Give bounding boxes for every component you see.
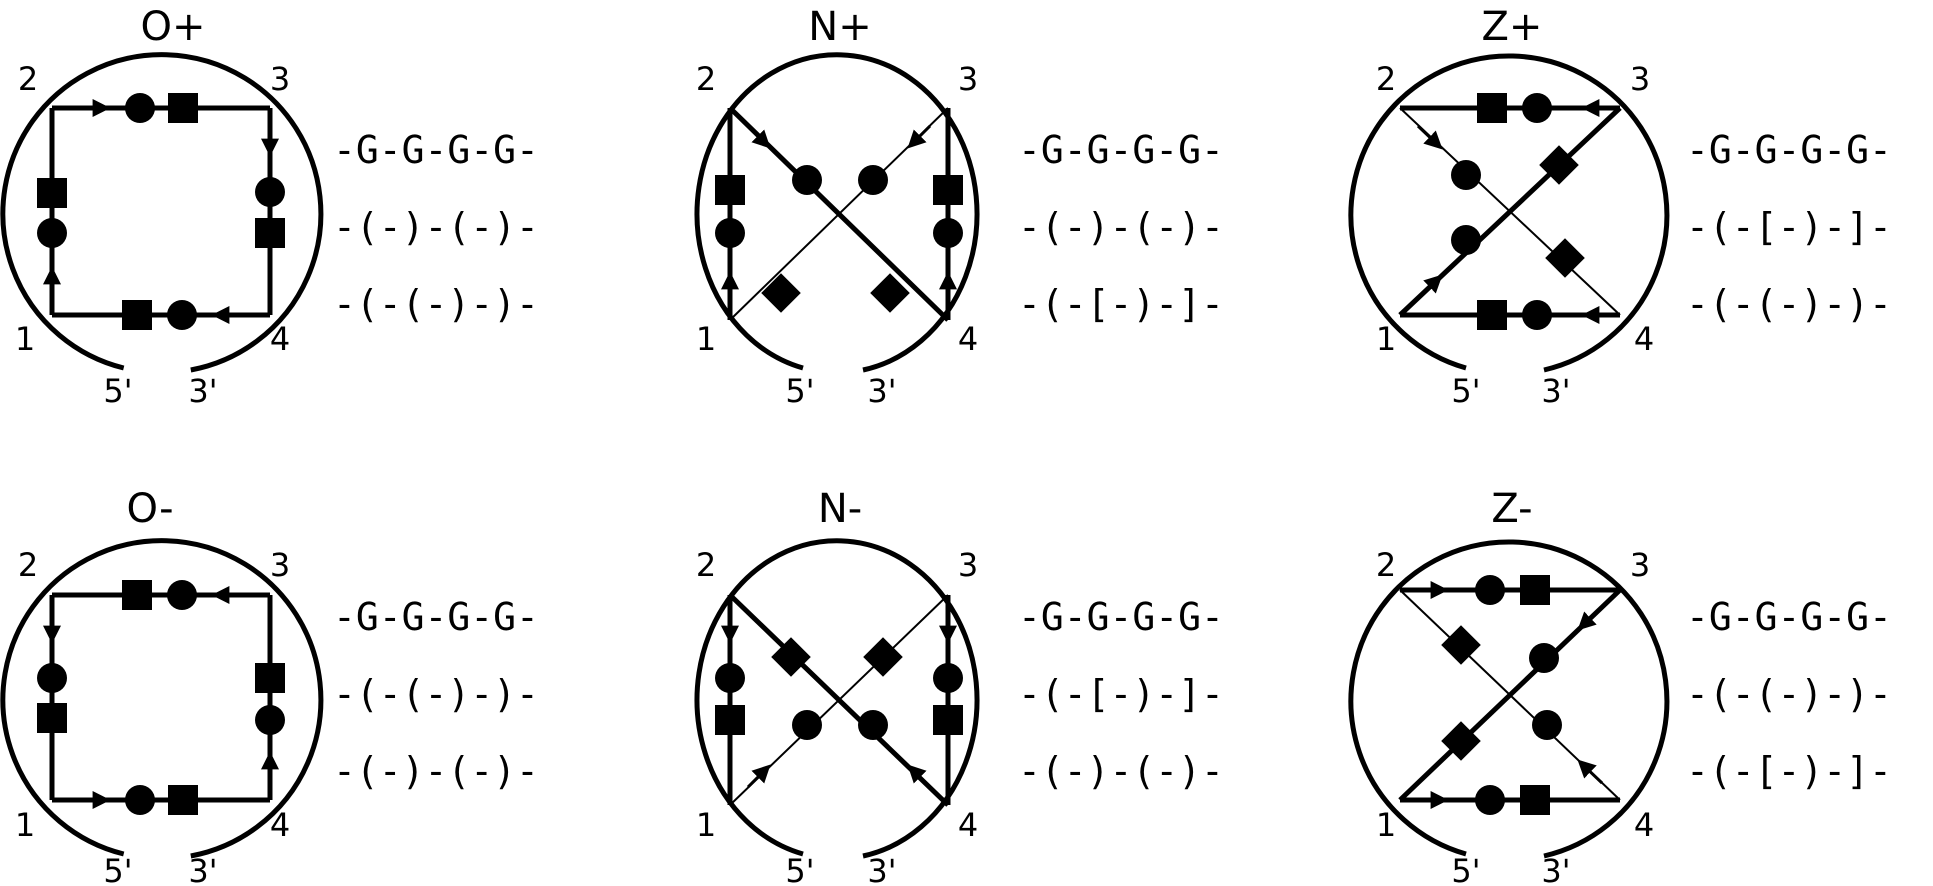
panel-circle xyxy=(0,538,324,859)
strand-connections xyxy=(49,105,273,318)
corner-label-4: 4 xyxy=(1634,320,1654,358)
sequence-line-3: -(-)-(-)- xyxy=(333,749,539,793)
sequence-line-1: -G-G-G-G- xyxy=(1686,128,1892,172)
corner-label-2: 2 xyxy=(696,60,716,98)
panel-circle xyxy=(694,52,980,373)
corner-label-2: 2 xyxy=(1376,60,1396,98)
five-prime-label: 5' xyxy=(103,852,132,886)
sequence-line-2: -(-)-(-)- xyxy=(1018,205,1224,249)
corner-label-1: 1 xyxy=(15,320,35,358)
five-prime-label: 5' xyxy=(785,852,814,886)
panel-z-minus: Z- 1 2 3 4 5' 3' -G-G-G-G xyxy=(1348,486,1892,886)
panel-title: Z- xyxy=(1491,486,1532,532)
corner-label-4: 4 xyxy=(270,320,290,358)
g-tetrad-markers xyxy=(37,93,285,330)
sequence-line-2: -(-(-)-)- xyxy=(1686,672,1892,716)
panel-o-minus: O- 1 2 3 4 5' 3' -G-G-G-G xyxy=(0,486,539,886)
sequence-line-2: -(-[-)-]- xyxy=(1686,205,1892,249)
three-prime-label: 3' xyxy=(1541,852,1570,886)
direction-arrows xyxy=(721,615,957,789)
g-tetrad-markers xyxy=(1451,93,1585,330)
g-tetrad-markers xyxy=(715,165,963,313)
panel-n-minus: N- 1 2 3 4 5' 3' -G-G-G-G xyxy=(694,486,1224,886)
panel-title: N+ xyxy=(808,4,871,50)
corner-label-3: 3 xyxy=(958,60,978,98)
sequence-line-3: -(-(-)-)- xyxy=(1686,282,1892,326)
g-tetrad-markers xyxy=(1441,575,1562,815)
three-prime-label: 3' xyxy=(188,852,217,886)
panel-circle xyxy=(0,52,324,373)
three-prime-label: 3' xyxy=(867,852,896,886)
three-prime-label: 3' xyxy=(188,372,217,410)
g-tetrad-markers xyxy=(37,580,285,815)
sequence-line-2: -(-)-(-)- xyxy=(333,205,539,249)
sequence-line-1: -G-G-G-G- xyxy=(1018,595,1224,639)
corner-label-3: 3 xyxy=(1630,546,1650,584)
corner-label-1: 1 xyxy=(15,806,35,844)
five-prime-label: 5' xyxy=(1451,852,1480,886)
corner-label-4: 4 xyxy=(270,806,290,844)
sequence-line-3: -(-[-)-]- xyxy=(1686,749,1892,793)
sequence-line-1: -G-G-G-G- xyxy=(333,595,539,639)
corner-label-2: 2 xyxy=(1376,546,1396,584)
panel-title: O- xyxy=(126,486,173,532)
three-prime-label: 3' xyxy=(867,372,896,410)
strand-connections xyxy=(49,592,273,803)
sequence-line-3: -(-[-)-]- xyxy=(1018,282,1224,326)
five-prime-label: 5' xyxy=(1451,372,1480,410)
panel-n-plus: N+ 1 2 3 4 5' 3' -G-G-G-G xyxy=(694,4,1224,410)
panel-title: O+ xyxy=(141,4,206,50)
five-prime-label: 5' xyxy=(103,372,132,410)
direction-arrows xyxy=(1420,581,1604,809)
sequence-line-1: -G-G-G-G- xyxy=(333,128,539,172)
panel-title: Z+ xyxy=(1482,4,1543,50)
three-prime-label: 3' xyxy=(1541,372,1570,410)
sequence-line-3: -(-(-)-)- xyxy=(333,282,539,326)
corner-label-3: 3 xyxy=(270,60,290,98)
panel-o-plus: O+ 1 2 3 4 5' 3' -G-G-G-G xyxy=(0,4,539,410)
direction-arrows xyxy=(1416,99,1610,324)
five-prime-label: 5' xyxy=(785,372,814,410)
corner-label-1: 1 xyxy=(696,806,716,844)
corner-label-3: 3 xyxy=(958,546,978,584)
panel-circle xyxy=(694,538,980,859)
panel-title: N- xyxy=(818,486,862,532)
panel-z-plus: Z+ 1 2 3 4 5' 3' -G-G-G-G xyxy=(1348,4,1892,410)
sequence-line-1: -G-G-G-G- xyxy=(1686,595,1892,639)
corner-label-2: 2 xyxy=(18,546,38,584)
panel-circle xyxy=(1348,53,1670,373)
sequence-line-2: -(-[-)-]- xyxy=(1018,672,1224,716)
corner-label-4: 4 xyxy=(958,320,978,358)
direction-arrows xyxy=(43,586,279,809)
corner-label-3: 3 xyxy=(270,546,290,584)
corner-label-2: 2 xyxy=(696,546,716,584)
panel-circle xyxy=(1348,539,1670,859)
corner-label-1: 1 xyxy=(1376,806,1396,844)
direction-arrows xyxy=(43,99,279,324)
corner-label-2: 2 xyxy=(18,60,38,98)
corner-label-1: 1 xyxy=(1376,320,1396,358)
sequence-line-1: -G-G-G-G- xyxy=(1018,128,1224,172)
sequence-line-3: -(-)-(-)- xyxy=(1018,749,1224,793)
corner-label-4: 4 xyxy=(958,806,978,844)
corner-label-3: 3 xyxy=(1630,60,1650,98)
g-tetrad-markers xyxy=(715,637,963,740)
direction-arrows xyxy=(721,124,957,300)
sequence-line-2: -(-(-)-)- xyxy=(333,672,539,716)
corner-label-1: 1 xyxy=(696,320,716,358)
corner-label-4: 4 xyxy=(1634,806,1654,844)
